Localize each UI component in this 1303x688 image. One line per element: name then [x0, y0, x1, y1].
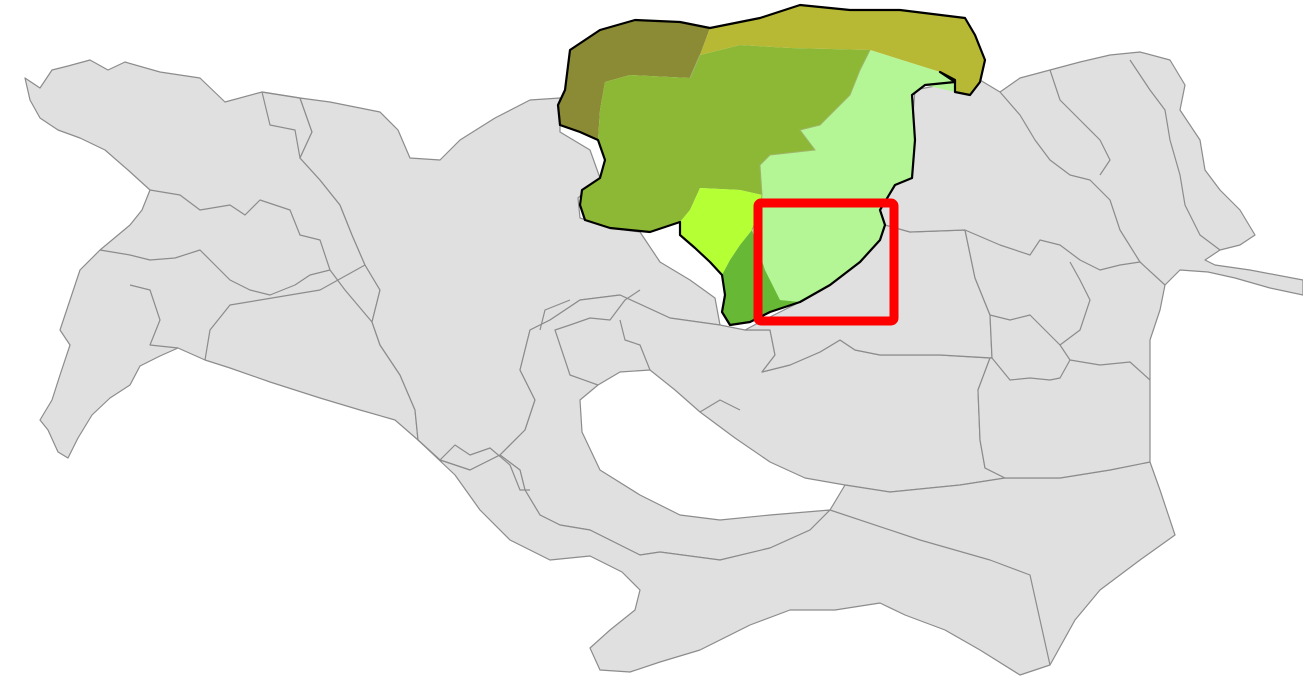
municipality-northeast[interactable] — [869, 51, 1303, 479]
municipality-south[interactable] — [417, 439, 1176, 676]
district-northwest[interactable] — [558, 20, 710, 140]
district-north[interactable] — [700, 5, 985, 95]
region-outline — [556, 3, 987, 327]
locator-box — [753, 198, 899, 326]
district-east[interactable] — [752, 50, 955, 302]
base-boundaries — [99, 59, 1221, 666]
district-central[interactable] — [580, 45, 870, 232]
district-west[interactable] — [680, 188, 762, 275]
base-territory — [24, 51, 1303, 676]
highlighted-region — [556, 3, 987, 327]
municipality-far-west[interactable] — [24, 59, 419, 459]
